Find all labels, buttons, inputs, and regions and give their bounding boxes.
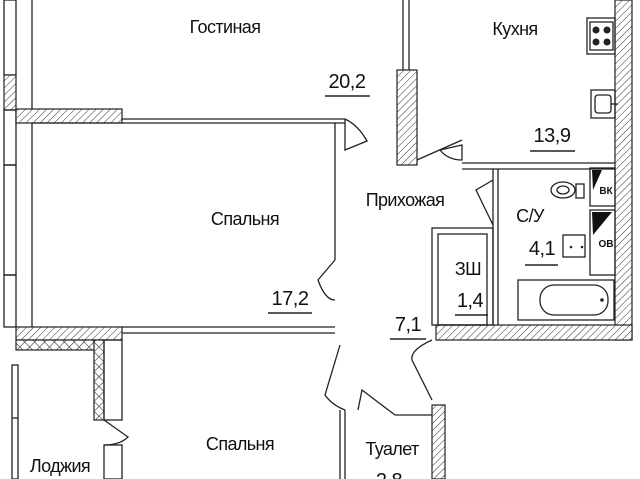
room-name-bedroom2: Спальня [206, 434, 274, 454]
toilet-icon [550, 181, 585, 199]
kitchen-door[interactable] [438, 144, 463, 161]
toilet-door[interactable] [357, 388, 432, 416]
room-area-bathroom: 4,1 [529, 238, 556, 260]
room-name-living: Гостиная [190, 17, 261, 37]
washbasin-icon [562, 234, 586, 258]
room-name-kitchen: Кухня [492, 19, 537, 39]
room-name-hallway: Прихожая [366, 190, 445, 210]
wall-column [396, 69, 418, 166]
toilet-wall [431, 404, 446, 479]
wall-living-bedroom [15, 108, 123, 124]
bathroom-bottom-wall [435, 324, 633, 341]
living-door[interactable] [344, 118, 368, 151]
loggia-door[interactable] [103, 419, 130, 446]
boiler-box: ВК [589, 167, 616, 207]
heating-box: ОВ [589, 209, 616, 276]
kitchen-sink-icon [590, 89, 618, 119]
room-area-hallway: 7,1 [395, 314, 422, 336]
stove-icon [586, 17, 616, 55]
bedroom2-door[interactable] [324, 344, 346, 411]
left-outer-wall [3, 0, 33, 328]
room-name-toilet: Туалет [365, 439, 419, 459]
bathroom-door[interactable] [475, 179, 494, 226]
room-name-bedroom1: Спальня [211, 209, 279, 229]
room-area-living: 20,2 [329, 71, 366, 93]
wall-bedroom-bedroom [15, 326, 123, 341]
heating-label: ОВ [599, 239, 614, 250]
loggia-insulation [15, 339, 103, 351]
right-outer-wall [614, 0, 633, 341]
room-name-bathroom: С/У [516, 206, 545, 226]
room-area-kitchen: 13,9 [534, 125, 571, 147]
room-name-loggia: Лоджия [30, 456, 90, 476]
loggia-insulation-vertical [93, 339, 105, 421]
boiler-label: ВК [599, 186, 613, 197]
room-area-bedroom1: 17,2 [272, 288, 309, 310]
hallway-front-door[interactable] [411, 339, 433, 401]
bathtub-icon [517, 279, 615, 321]
bedroom1-door[interactable] [317, 259, 336, 301]
room-name-closet: ЗШ [455, 259, 481, 279]
room-area-closet: 1,4 [457, 290, 484, 312]
room-area-toilet: 2,8 [376, 470, 403, 479]
